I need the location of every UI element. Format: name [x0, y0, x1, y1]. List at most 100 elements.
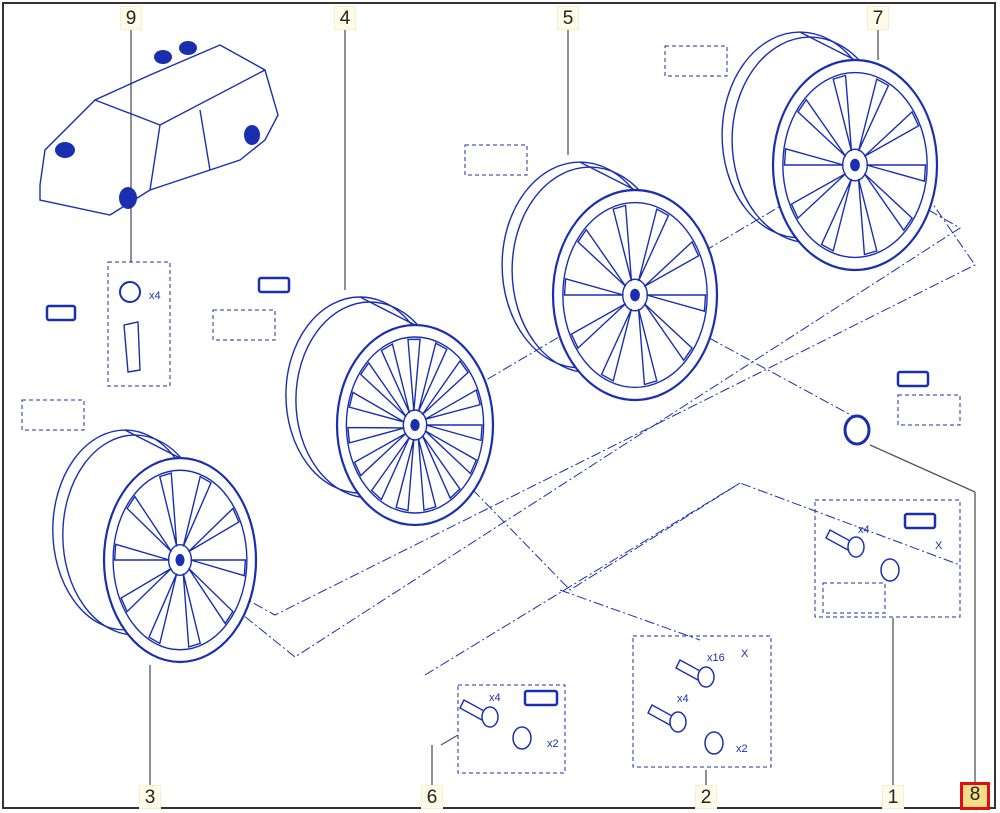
wheel-5-spoke [637, 308, 658, 386]
part-box [457, 684, 566, 774]
callout-2[interactable]: 2 [695, 785, 717, 809]
qty-kit2-bolts: x16 [707, 652, 725, 664]
callout-8-selected[interactable]: 8 [960, 782, 990, 810]
wheel-3-spoke [188, 507, 240, 553]
car-outline [39, 44, 279, 216]
part-box [632, 635, 772, 768]
wheel-3-spoke [126, 495, 172, 553]
wheel-4-spoke [353, 432, 407, 477]
wheel-5-spoke [570, 303, 627, 350]
ref-symbol [896, 370, 930, 388]
wheel-3-rim-lip [112, 469, 248, 651]
leader-line [440, 734, 459, 746]
wheel-7-spoke [797, 98, 847, 157]
callout-3[interactable]: 3 [139, 785, 161, 809]
wheel-7-spoke [863, 173, 913, 232]
wheel-5-spoke [643, 240, 700, 287]
part-box [897, 394, 961, 426]
ref-symbol [257, 276, 291, 294]
wheel-3-spoke [182, 475, 212, 547]
wheel-4-spoke [395, 438, 415, 512]
part-box [814, 499, 961, 618]
ref-symbol [523, 689, 559, 707]
part-box [107, 261, 171, 387]
kit2-bolt-head [697, 666, 715, 688]
wheel-7-hub [842, 148, 869, 182]
wheel-7-spoke [820, 178, 853, 252]
wheel-4-spoke [421, 359, 470, 416]
leader-line [869, 444, 976, 493]
callout-9[interactable]: 9 [120, 6, 142, 30]
lock-key [880, 558, 900, 582]
wheel-7-spoke [832, 74, 853, 152]
center-cap [843, 414, 871, 446]
ref-symbol [903, 512, 937, 530]
wheel-5-rim-lip [562, 201, 708, 389]
wheel-4-rim-lip [345, 336, 485, 514]
wheel-5-rim-edge [579, 161, 636, 191]
wheel-5-hub [622, 278, 649, 312]
wheel-3-spoke [182, 573, 202, 648]
wheel-3-spoke [158, 472, 178, 547]
wheel-7-center [850, 158, 860, 172]
wheel-5-spoke [612, 204, 633, 282]
dim-kit1: X [935, 540, 943, 552]
wheel-4-center [410, 419, 420, 431]
wheel-4-spoke [407, 338, 421, 412]
wheel-5-spoke [637, 208, 670, 282]
qty-kit6-lock: x4 [489, 692, 501, 704]
wheel-4-spoke [425, 424, 483, 442]
part-box [822, 582, 886, 614]
wheel-7-rim-lip [782, 71, 928, 259]
part-box [464, 144, 528, 176]
car-location-marker [119, 187, 137, 209]
car-location-marker [154, 50, 172, 64]
wheel-7-spoke [857, 178, 878, 256]
wheel-3-spoke [190, 559, 247, 577]
wheel-7-spoke [866, 164, 927, 183]
wheel-4-spoke [424, 430, 478, 475]
ref-symbol [45, 304, 77, 322]
callout-4[interactable]: 4 [334, 6, 356, 30]
wheel-3-spoke [113, 543, 170, 561]
cap-puller [123, 321, 141, 373]
wheel-4-spoke [417, 438, 437, 512]
wheel-5-center [630, 288, 640, 302]
cap-clip [119, 281, 141, 303]
qty-kit6-key: x2 [547, 738, 559, 750]
wheel-7-spoke [790, 173, 847, 220]
wheel-4-spoke [424, 388, 482, 420]
wheel-5-spoke [600, 308, 633, 382]
wheel-4-spoke [347, 426, 405, 444]
qty-cap: x4 [149, 290, 161, 302]
qty-kit2-lock: x4 [677, 693, 689, 705]
qty-kit1-bolts: x4 [858, 524, 870, 536]
wheel-5-spoke [563, 277, 624, 296]
wheel-4-spoke [380, 342, 411, 414]
car-location-marker [55, 142, 75, 158]
wheel-4-spoke [417, 342, 448, 412]
dim-kit2: X [741, 648, 749, 660]
wheel-4-spoke [421, 435, 461, 500]
callout-5[interactable]: 5 [557, 6, 579, 30]
callout-1[interactable]: 1 [882, 785, 904, 809]
lock-key [512, 726, 532, 750]
wheel-7-spoke [783, 147, 844, 166]
callout-7[interactable]: 7 [867, 6, 889, 30]
wheel-4-spoke [370, 436, 411, 501]
wheel-4-hub [402, 409, 428, 441]
wheel-5-spoke [577, 228, 627, 287]
part-box [664, 45, 728, 77]
part-box [212, 309, 276, 341]
car-location-marker [244, 125, 260, 145]
assembly-line [424, 482, 741, 676]
wheel-3-spoke [148, 573, 178, 645]
kit6-lock-bolt-head [481, 706, 499, 728]
wheel-7-spoke [857, 78, 890, 152]
wheel-3-spoke [188, 567, 234, 625]
callout-6[interactable]: 6 [421, 785, 443, 809]
part-box [21, 399, 85, 431]
wheel-4-spoke [359, 361, 407, 418]
